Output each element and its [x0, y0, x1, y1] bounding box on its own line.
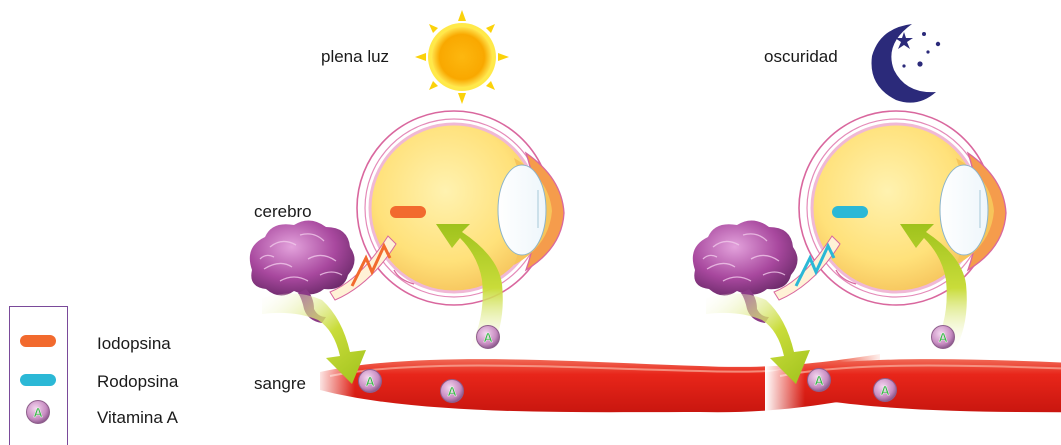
eye-icon [357, 111, 564, 305]
vitamin-a-molecule: A [477, 326, 500, 349]
blood-label: sangre [254, 374, 306, 394]
arrow-brain-to-blood [262, 293, 366, 384]
svg-text:A: A [938, 330, 948, 345]
rodopsina-pill [832, 206, 868, 218]
svg-text:A: A [447, 384, 457, 399]
brain-label: cerebro [254, 202, 312, 222]
svg-text:A: A [483, 330, 493, 345]
panel-title-light: plena luz [321, 47, 389, 67]
legend-label: Vitamina A [97, 408, 178, 428]
sun-icon [415, 10, 509, 104]
legend-item-iodopsina: Iodopsina [0, 330, 230, 360]
panel-dark: A A A [693, 24, 1061, 422]
legend-label: Rodopsina [97, 372, 178, 392]
legend-item-vitamina: Vitamina A [0, 404, 230, 434]
legend-item-rodopsina: Rodopsina [0, 368, 230, 398]
iodopsina-pill [390, 206, 426, 218]
vitamin-a-molecule: A [874, 379, 897, 402]
svg-text:A: A [365, 374, 375, 389]
legend-label: Iodopsina [97, 334, 171, 354]
vitamin-a-molecule: A [808, 369, 831, 392]
vitamin-a-molecule: A [932, 326, 955, 349]
vitamin-a-molecule: A [359, 370, 382, 393]
svg-text:A: A [814, 373, 824, 388]
eye-icon [799, 111, 1006, 305]
panel-title-dark: oscuridad [764, 47, 838, 67]
vitamin-a-molecule: A [441, 380, 464, 403]
svg-text:A: A [880, 383, 890, 398]
moon-stars-icon [872, 24, 941, 103]
